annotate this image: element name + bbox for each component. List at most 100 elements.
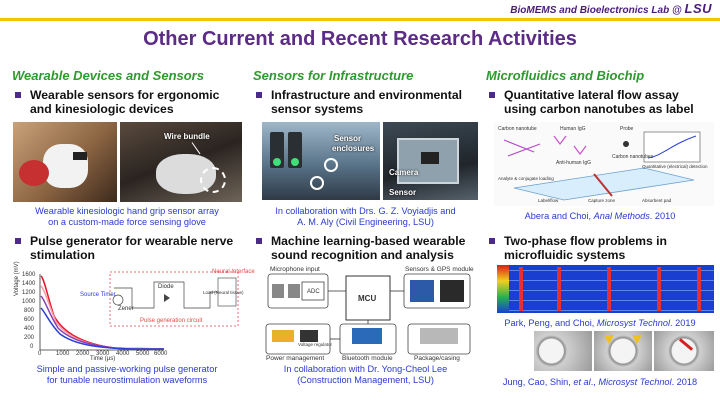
caption-sound: In collaboration with Dr. Yong-Cheol Lee… xyxy=(253,364,478,386)
bullet-sound-recognition: Machine learning-based wearable sound re… xyxy=(253,234,478,262)
diode-symbol xyxy=(164,294,170,302)
plot-bg xyxy=(14,268,242,360)
flow-heatmap xyxy=(497,265,714,313)
caption-tp-authors: Park, Peng, and Choi, xyxy=(504,318,597,328)
photo-camera-box: Camera Sensor xyxy=(383,122,478,200)
caption-sound-line2: (Construction Management, LSU) xyxy=(297,375,434,385)
ytick-8: 0 xyxy=(30,344,34,350)
micrograph-2 xyxy=(594,331,652,371)
photo-traffic-signal: Sensor enclosures xyxy=(262,122,380,200)
lfa-human-igg: Human IgG xyxy=(560,126,586,132)
sensor-ring-2 xyxy=(310,176,324,190)
yellow-arrow-1 xyxy=(604,335,614,344)
caption-lfa-authors: Abera and Choi, xyxy=(524,211,594,221)
probe-tip xyxy=(623,141,629,147)
heading-microfluidics: Microfluidics and Biochip xyxy=(486,68,645,83)
bullet-pulse-generator: Pulse generator for wearable nerve stimu… xyxy=(12,234,242,262)
bullet-wearable-sensors: Wearable sensors for ergonomic and kines… xyxy=(12,88,242,116)
xtick-6: 6000 xyxy=(154,351,168,357)
caption-tp-year: . 2019 xyxy=(670,318,696,328)
label-gps: Sensors & GPS module xyxy=(405,266,474,273)
adc-box xyxy=(301,281,325,301)
caption-dr-etal: et al xyxy=(573,377,591,387)
green-light-2 xyxy=(291,158,299,166)
caption-lfa-year: . 2010 xyxy=(649,211,676,221)
xtick-3: 3000 xyxy=(96,351,110,357)
dashed-circle xyxy=(200,167,226,193)
label-mcu: MCU xyxy=(358,294,377,303)
curve-blue xyxy=(40,307,164,350)
caption-two-phase: Park, Peng, and Choi, Microsyst Technol.… xyxy=(486,318,714,329)
label-wire-bundle: Wire bundle xyxy=(164,132,210,141)
lsu-logo: LSU xyxy=(684,1,712,16)
interface-2 xyxy=(557,267,561,311)
caption-glove-line1: Wearable kinesiologic hand grip sensor a… xyxy=(35,206,219,216)
battery-icon xyxy=(272,330,294,342)
mic-icon-1 xyxy=(272,284,284,298)
source-symbol xyxy=(112,294,124,306)
label-adc: ADC xyxy=(307,289,320,295)
bullet-lateral-flow: Quantitative lateral flow assay using ca… xyxy=(486,88,714,116)
heading-infrastructure: Sensors for Infrastructure xyxy=(253,68,414,83)
label-bt: Bluetooth module xyxy=(342,355,393,362)
label-vreg: Voltage regulator xyxy=(298,342,333,347)
mcu-box xyxy=(345,275,391,321)
header-bar: BioMEMS and Bioelectronics Lab @ LSU xyxy=(0,0,720,21)
igg-2 xyxy=(573,145,587,155)
lab-name: BioMEMS and Bioelectronics Lab @ LSU xyxy=(510,1,712,16)
caption-sound-line1: In collaboration with Dr. Yong-Cheol Lee xyxy=(283,364,448,374)
green-light-1 xyxy=(273,158,281,166)
sensor-ring-1 xyxy=(324,158,338,172)
ytick-1: 1400 xyxy=(22,281,36,287)
interface-1 xyxy=(519,267,523,311)
photo-hand-glove xyxy=(13,122,117,202)
label-neural-interface: Neural Interface xyxy=(212,269,255,275)
lfa-carbon-nanotubes: Carbon nanotubes xyxy=(612,154,654,160)
xtick-4: 4000 xyxy=(116,351,130,357)
regulator-icon xyxy=(300,330,318,342)
caption-pulse: Simple and passive-working pulse generat… xyxy=(12,364,242,386)
photo-wire-bundle: Wire bundle xyxy=(120,122,242,202)
gps-chip-2 xyxy=(440,280,464,302)
xtick-5: 5000 xyxy=(136,351,150,357)
caption-droplets: Jung, Cao, Shin, et al., Microsyst Techn… xyxy=(486,377,714,388)
label-load: Load (Neural tissue) xyxy=(203,290,244,295)
ytick-5: 600 xyxy=(24,317,35,323)
ytick-4: 800 xyxy=(24,308,35,314)
interface-4 xyxy=(657,267,661,311)
column-microfluidics: Microfluidics and Biochip Quantitative l… xyxy=(486,68,714,116)
caption-dr-mid: ., xyxy=(590,377,599,387)
label-enclosures: enclosures xyxy=(332,144,375,153)
caption-pulse-line1: Simple and passive-working pulse generat… xyxy=(36,364,218,374)
system-diagram xyxy=(265,273,471,355)
label-pkg: Package/casing xyxy=(414,355,460,362)
igg-1 xyxy=(553,135,567,145)
label-diode: Diode xyxy=(158,284,174,290)
bt-module-icon xyxy=(352,328,382,344)
caption-dr-year: . 2018 xyxy=(671,377,698,387)
capture-line xyxy=(593,173,613,197)
plot-ylabel: Voltage (mV) xyxy=(14,261,20,296)
label-sensor-2: Sensor xyxy=(389,188,417,197)
ytick-6: 400 xyxy=(24,326,35,332)
cnt-2 xyxy=(507,143,541,157)
camera-module xyxy=(421,152,439,164)
label-power: Power management xyxy=(266,355,325,362)
red-object xyxy=(19,160,49,186)
xtick-2: 2000 xyxy=(76,351,90,357)
caption-dr-authors: Jung, Cao, Shin, xyxy=(502,377,574,387)
label-mic: Microphone input xyxy=(270,266,320,273)
yellow-arrow-2 xyxy=(632,335,642,344)
lfa-carbon-nanotube: Carbon nanotube xyxy=(498,126,537,132)
interface-3 xyxy=(607,267,611,311)
heading-wearable: Wearable Devices and Sensors xyxy=(12,68,204,83)
arrow-line xyxy=(191,142,201,155)
ytick-2: 1200 xyxy=(22,290,36,296)
micrograph-3 xyxy=(654,331,714,371)
column-wearable: Wearable Devices and Sensors Wearable se… xyxy=(12,68,242,116)
ytick-7: 200 xyxy=(24,335,35,341)
column-infrastructure: Sensors for Infrastructure Infrastructur… xyxy=(253,68,478,116)
lfa-capture-zone: Capture zone xyxy=(588,198,616,203)
casing-icon xyxy=(420,328,458,344)
glove-shape xyxy=(43,144,88,188)
